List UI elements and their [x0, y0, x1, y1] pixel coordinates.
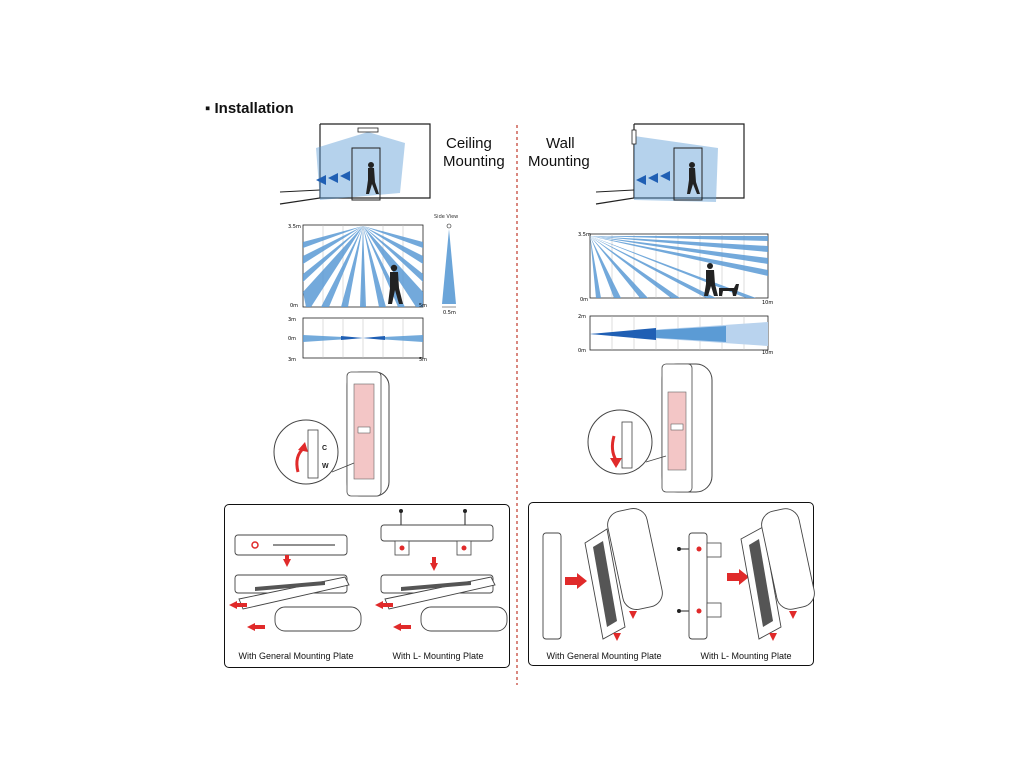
- wall-bottom-y-bottom: 0m: [578, 348, 586, 354]
- ceiling-dip-c: C: [322, 445, 327, 452]
- ceiling-sensor-illustration: C W: [273, 371, 390, 497]
- center-divider: [516, 125, 518, 685]
- wall-caption-l-plate: With L- Mounting Plate: [700, 651, 792, 661]
- ceiling-caption-l-plate: With L- Mounting Plate: [392, 651, 484, 661]
- wall-mounting-panel: With General Mounting Plate With L- Moun…: [528, 502, 815, 666]
- wall-caption-general: With General Mounting Plate: [546, 651, 662, 661]
- bullet-icon: ▪: [205, 100, 211, 117]
- ceiling-bottom-y-bottom: 3m: [288, 357, 296, 363]
- wall-bottom-y-top: 2m: [578, 314, 586, 320]
- wall-heading: Wall Mounting: [528, 135, 590, 171]
- ceiling-top-x-right: 5m: [419, 303, 427, 309]
- wall-mounting-steps: [542, 508, 815, 641]
- ceiling-bottom-chart: 3m 0m 3m 5m: [288, 317, 427, 363]
- wall-bottom-x-right: 10m: [762, 350, 773, 356]
- ceiling-dip-w: W: [322, 463, 329, 470]
- ceiling-mounting-panel: With General Mounting Plate With L- Moun…: [224, 504, 510, 668]
- ceiling-heading-line1: Ceiling: [446, 135, 492, 152]
- ceiling-top-y-top: 3.5m: [288, 224, 301, 230]
- wall-sensor-illustration: [587, 363, 713, 493]
- wall-top-x-right: 10m: [762, 300, 773, 306]
- wall-top-view-chart: 3.5m 0m 10m: [578, 232, 773, 306]
- wall-top-y-top: 3.5m: [578, 232, 591, 238]
- ceiling-room-illustration: [279, 123, 431, 205]
- ceiling-bottom-y-top: 3m: [288, 317, 296, 323]
- wall-room-illustration: [595, 123, 745, 205]
- section-title-text: Installation: [214, 100, 294, 117]
- ceiling-heading-line2: Mounting: [443, 153, 505, 170]
- ceiling-side-bottom: 0.5m: [443, 310, 456, 316]
- wall-bottom-chart: 2m 0m 10m: [578, 314, 773, 356]
- ceiling-mounting-steps: [229, 509, 508, 632]
- ceiling-bottom-x-right: 5m: [419, 357, 427, 363]
- ceiling-bottom-y-mid: 0m: [288, 336, 296, 342]
- ceiling-heading: Ceiling Mounting: [443, 135, 505, 171]
- wall-top-y-bottom: 0m: [580, 297, 588, 303]
- ceiling-top-view-chart: 3.5m 0m 5m: [288, 224, 427, 309]
- wall-heading-line1: Wall: [546, 135, 575, 152]
- wall-heading-line2: Mounting: [528, 153, 590, 170]
- ceiling-top-y-bottom: 0m: [290, 303, 298, 309]
- ceiling-side-view-chart: 0.5m: [442, 223, 456, 316]
- ceiling-caption-general: With General Mounting Plate: [238, 651, 354, 661]
- side-view-label: Side View: [434, 214, 459, 220]
- section-title: ▪ Installation: [205, 100, 294, 117]
